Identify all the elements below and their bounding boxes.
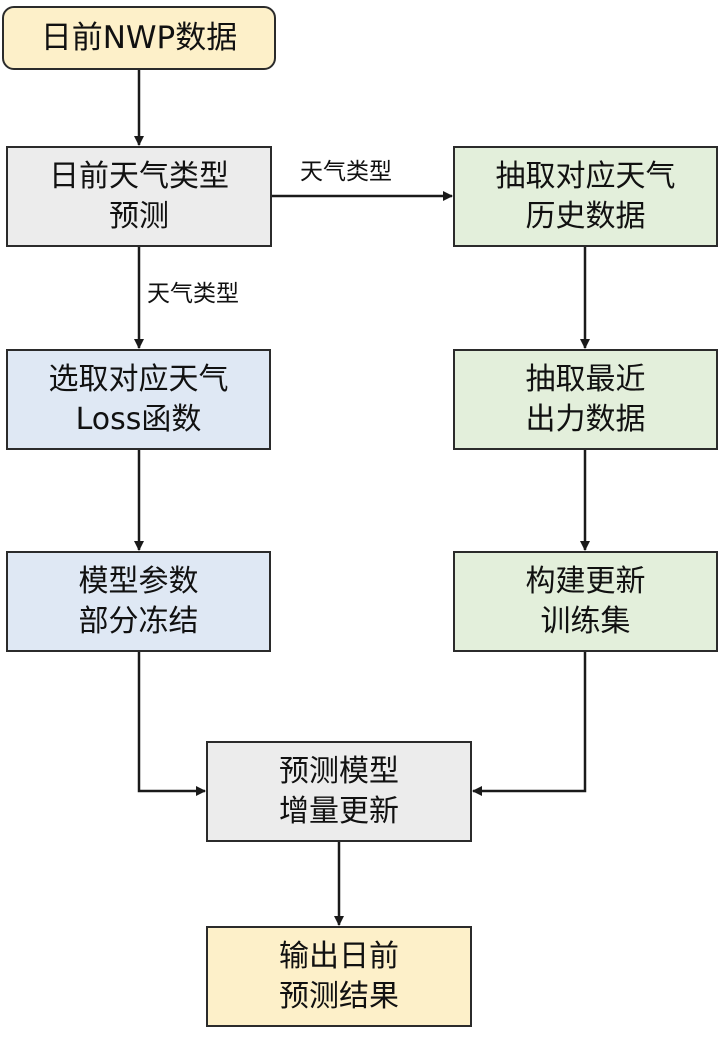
- node-line: 输出日前: [279, 938, 399, 974]
- node-freeze-params: 模型参数 部分冻结: [6, 551, 271, 652]
- node-incremental-update: 预测模型 增量更新: [206, 741, 472, 842]
- node-line: 预测: [109, 198, 169, 234]
- node-extract-recent: 抽取最近 出力数据: [453, 349, 718, 450]
- node-line: 历史数据: [525, 198, 646, 234]
- arrow-trainset-to-update: [472, 651, 587, 796]
- node-line: 预测模型: [279, 753, 399, 789]
- arrow-freeze-to-update: [137, 651, 206, 796]
- node-select-loss: 选取对应天气 Loss函数: [6, 349, 271, 450]
- node-line: 选取对应天气: [48, 361, 229, 397]
- node-line: 训练集: [540, 603, 631, 639]
- node-line: 模型参数: [78, 563, 199, 599]
- node-nwp-data: 日前NWP数据: [2, 6, 276, 70]
- node-line: 构建更新: [525, 563, 646, 599]
- node-line: Loss函数: [75, 401, 202, 437]
- edge-label-to-history: 天气类型: [300, 159, 392, 185]
- node-line: 抽取最近: [525, 361, 646, 397]
- node-line: 增量更新: [279, 793, 399, 829]
- node-line: 出力数据: [525, 401, 646, 437]
- edge-label-to-loss: 天气类型: [147, 281, 239, 307]
- node-build-trainset: 构建更新 训练集: [453, 551, 718, 652]
- node-output-result: 输出日前 预测结果: [206, 926, 472, 1027]
- node-line: 部分冻结: [78, 603, 199, 639]
- node-weather-type-forecast: 日前天气类型 预测: [6, 146, 272, 247]
- node-line: 预测结果: [279, 978, 399, 1014]
- node-extract-history: 抽取对应天气 历史数据: [453, 146, 718, 247]
- node-line: 抽取对应天气: [495, 158, 676, 194]
- node-line: 日前天气类型: [49, 158, 229, 194]
- node-nwp-data-text: 日前NWP数据: [40, 20, 238, 56]
